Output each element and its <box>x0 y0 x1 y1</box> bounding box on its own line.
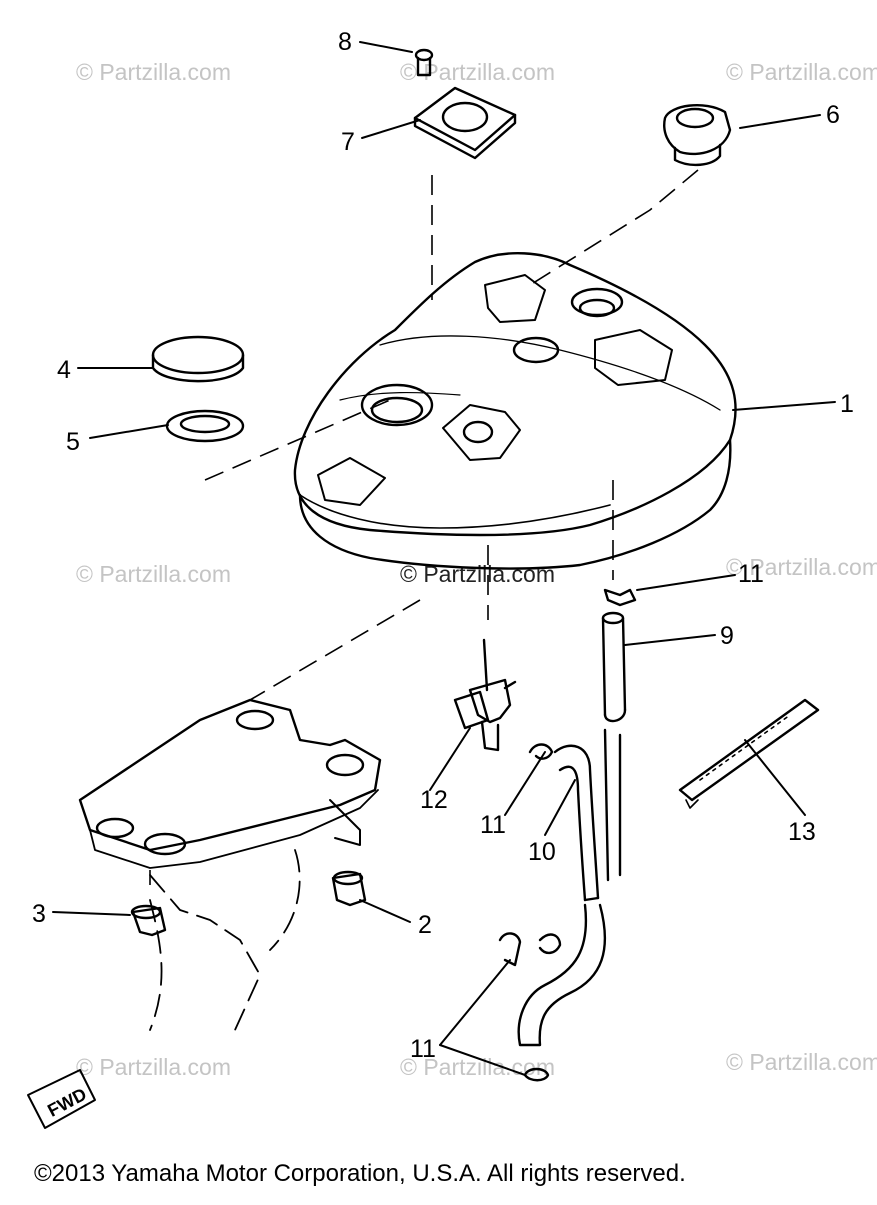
callout-11: 11 <box>480 811 506 839</box>
strap <box>678 698 820 809</box>
callout-4: 4 <box>57 356 71 384</box>
watermark: © Partzilla.com <box>726 554 877 580</box>
hose-clip <box>498 588 637 1082</box>
callout-6: 6 <box>826 101 840 129</box>
watermark: © Partzilla.com <box>76 1054 231 1080</box>
copyright-notice: ©2013 Yamaha Motor Corporation, U.S.A. A… <box>34 1160 686 1187</box>
watermark: © Partzilla.com <box>400 59 555 85</box>
callout-8: 8 <box>338 28 352 56</box>
leader-lines <box>52 41 836 1076</box>
cover-plate <box>413 86 517 160</box>
bolt <box>414 48 434 77</box>
short-hose <box>601 611 627 723</box>
grommet <box>165 409 245 443</box>
damper-rear <box>331 870 367 907</box>
damper-front <box>130 904 167 937</box>
watermark: © Partzilla.com <box>726 59 877 85</box>
callout-2: 2 <box>418 911 432 939</box>
fuel-hose <box>517 728 622 1047</box>
cap <box>151 335 245 383</box>
callout-12: 12 <box>420 786 448 814</box>
fuel-cap <box>663 104 732 167</box>
callout-10: 10 <box>528 838 556 866</box>
callout-11: 11 <box>410 1035 436 1063</box>
watermark: © Partzilla.com <box>76 561 231 587</box>
callout-13: 13 <box>788 818 816 846</box>
callout-5: 5 <box>66 428 80 456</box>
fwd-marker <box>27 1069 96 1129</box>
mounting-bracket <box>78 698 382 1031</box>
callout-11: 11 <box>738 560 764 588</box>
watermark: © Partzilla.com <box>76 59 231 85</box>
guide-lines <box>149 169 699 885</box>
callout-3: 3 <box>32 900 46 928</box>
watermark: © Partzilla.com <box>726 1049 877 1075</box>
callout-1: 1 <box>840 390 854 418</box>
callout-9: 9 <box>720 622 734 650</box>
fuel-valve <box>453 638 517 752</box>
fuel-tank <box>293 252 737 570</box>
callout-7: 7 <box>341 128 355 156</box>
